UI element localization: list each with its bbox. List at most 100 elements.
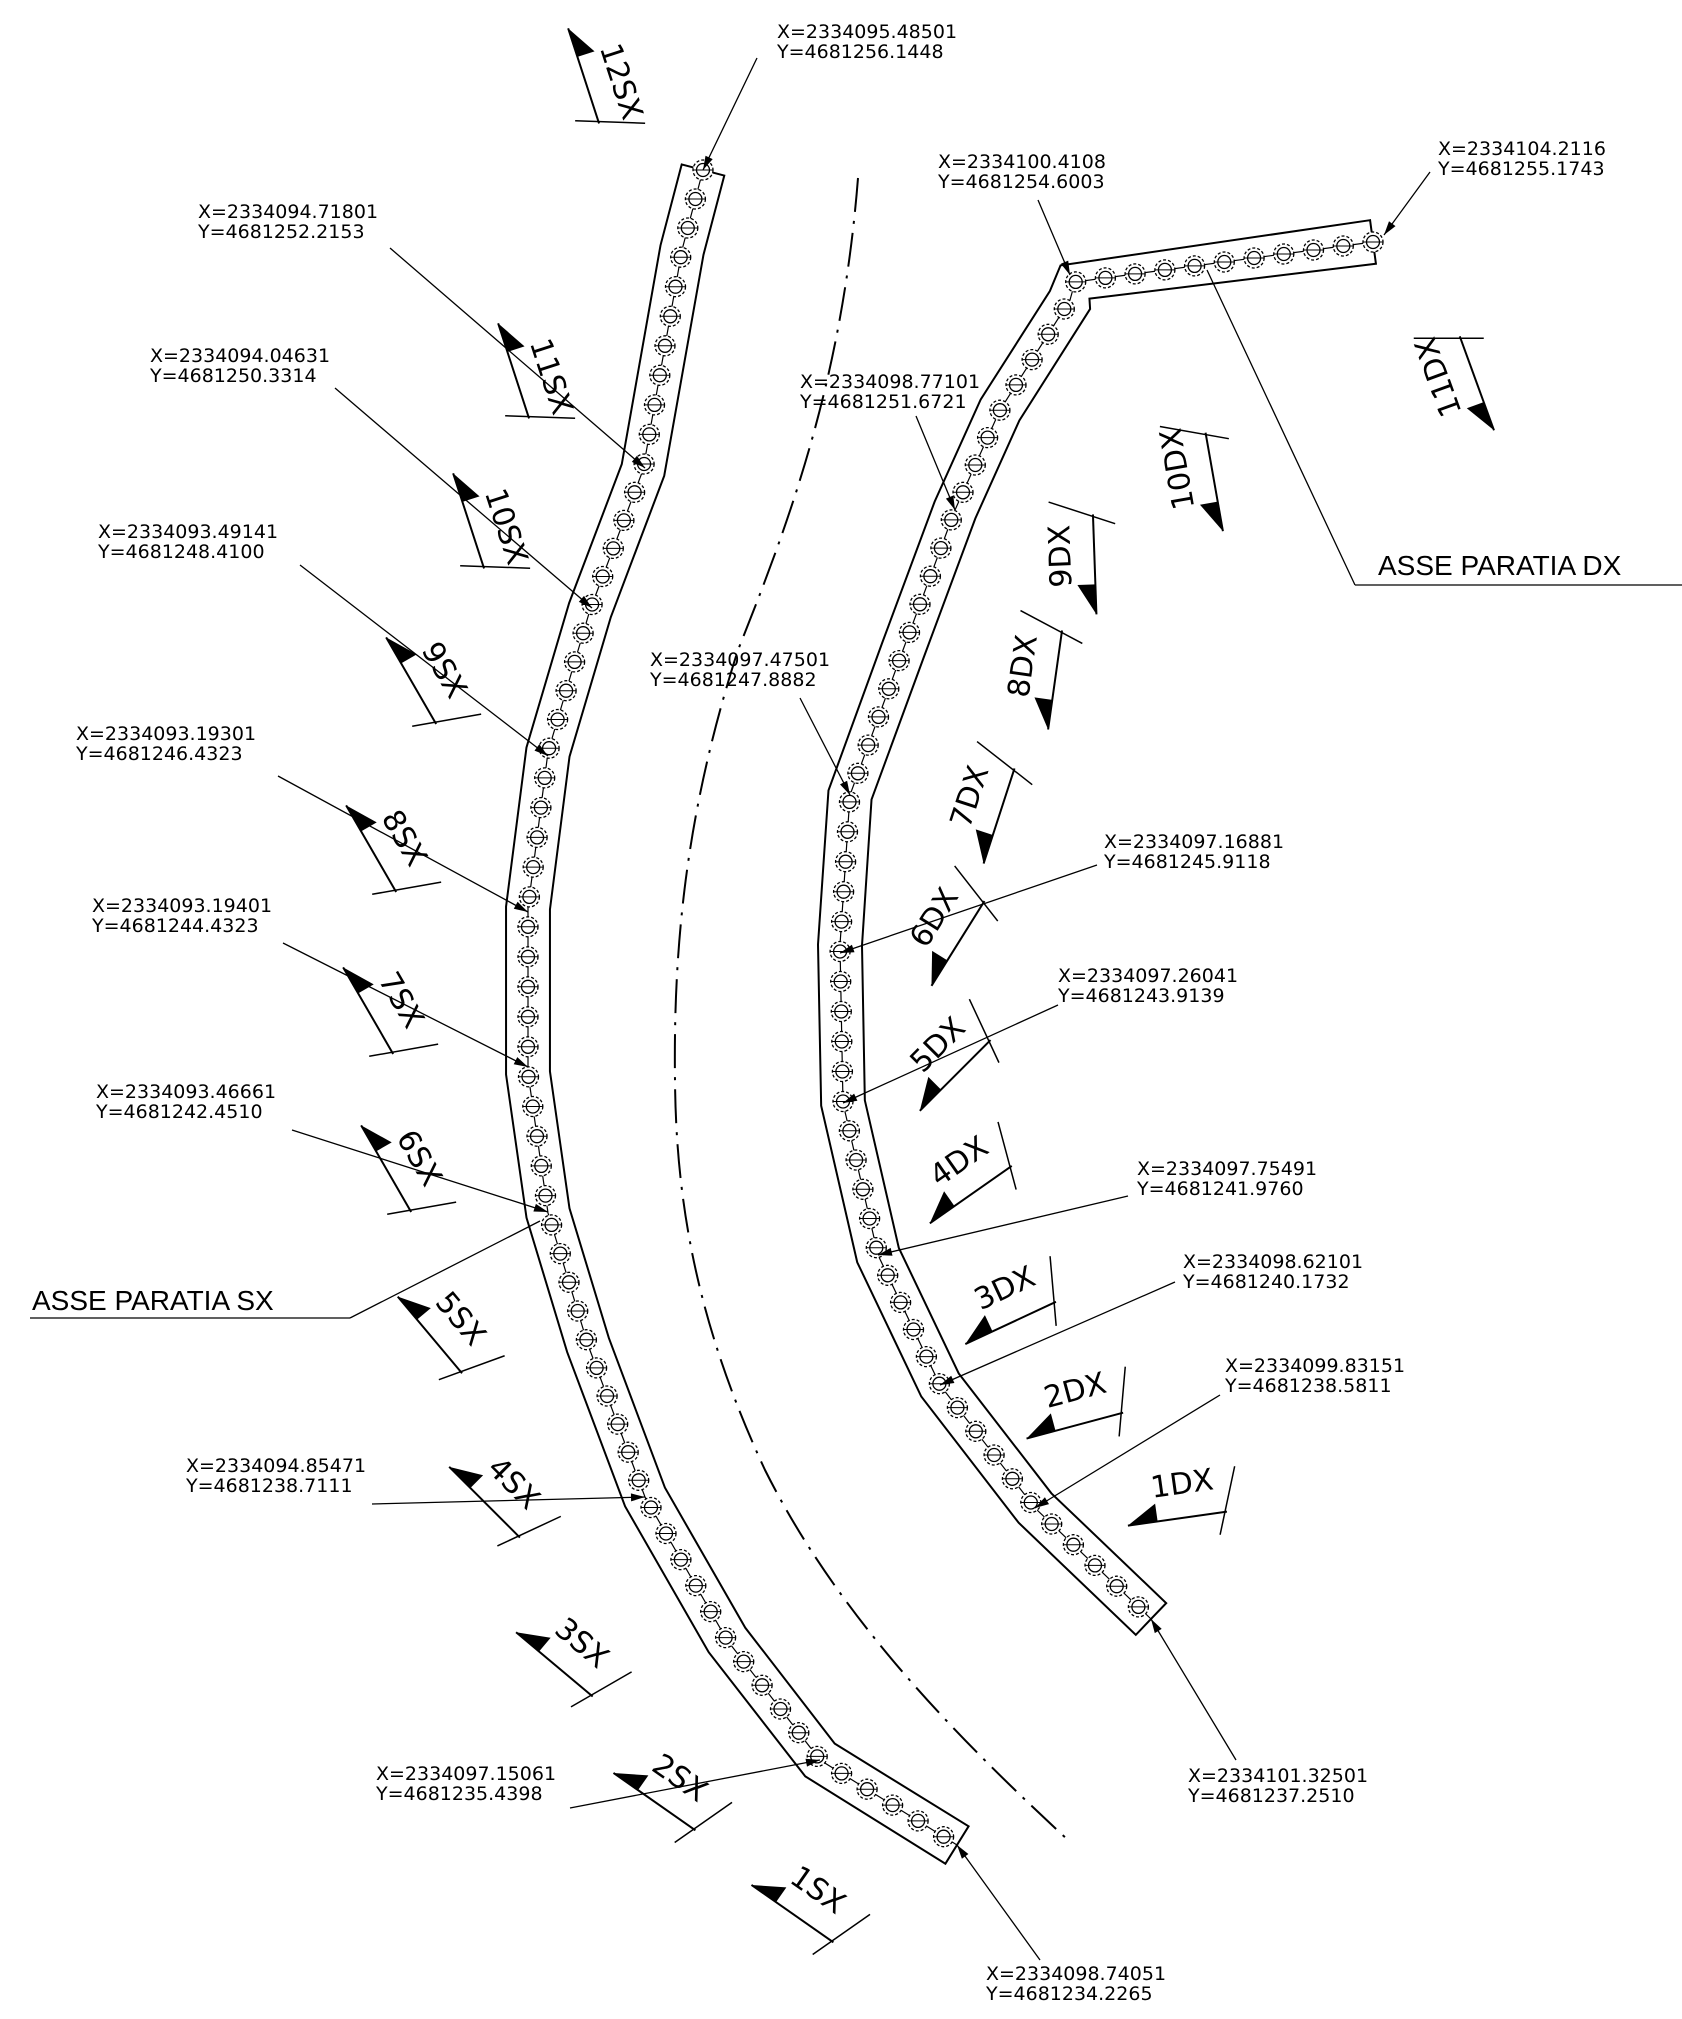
pile-dx [830, 970, 852, 993]
section-12SX: 12SX [567, 28, 649, 124]
pile-sx [830, 1762, 853, 1785]
section-cut-line [982, 768, 1016, 864]
leader-arrow [513, 901, 528, 912]
pile-dx [878, 678, 900, 700]
section-6DX: 6DX [903, 865, 999, 987]
leader-12SX [702, 57, 758, 171]
leader-arrow [1151, 1619, 1162, 1634]
pile-sx [685, 1574, 707, 1597]
leader-arrow [840, 944, 855, 953]
pile-sx [517, 1036, 539, 1058]
pile-dx [928, 1373, 951, 1395]
pile-dx [847, 762, 869, 784]
leader-1SX [956, 1844, 1041, 1961]
pile-sx [677, 217, 699, 239]
section-label: 1SX [784, 1859, 852, 1921]
section-tick [812, 1913, 871, 1956]
section-6SX: 6SX [360, 1124, 457, 1216]
section-arrow [346, 805, 377, 832]
pile-dx [831, 1030, 853, 1053]
coord-y-text: Y=4681251.6721 [799, 391, 967, 413]
pile-sx [522, 856, 544, 878]
section-label: 6SX [389, 1124, 449, 1192]
section-cut-line [1091, 514, 1098, 615]
coord-x-text: X=2334094.85471 [186, 1455, 366, 1477]
pile-dx [965, 1420, 987, 1442]
asse-paratia-dx-callout: ASSE PARATIA DX [1206, 269, 1682, 586]
section-5SX: 5SX [396, 1285, 505, 1381]
pile-sx [664, 276, 687, 298]
section-tick [1159, 425, 1229, 440]
section-tick [505, 415, 576, 419]
pile-dx [838, 1120, 861, 1142]
pile-dx [1084, 1554, 1106, 1577]
pile-sx [518, 886, 541, 908]
pile-sx [596, 1385, 618, 1407]
pile-sx [751, 1674, 773, 1696]
leader-8DX [799, 697, 851, 796]
leader-arrow [578, 595, 592, 608]
asse-paratia-sx-label: ASSE PARATIA SX [32, 1285, 274, 1316]
section-1DX: 1DX [1127, 1462, 1236, 1535]
coord-y-text: Y=4681248.4100 [97, 541, 265, 563]
leader-arrow [1035, 1497, 1049, 1508]
leader-arrow [534, 744, 548, 756]
section-label: 3DX [969, 1260, 1041, 1318]
coordinate-labels: X=2334095.48501Y=4681256.1448X=2334094.7… [75, 21, 1606, 2005]
pile-sx [549, 1242, 571, 1265]
leader-8SX [277, 775, 529, 913]
pile-dx [1062, 1534, 1085, 1556]
section-tick [460, 565, 531, 569]
pile-dx [1332, 235, 1354, 257]
pile-dx [1106, 1575, 1128, 1597]
pile-dx [1213, 251, 1235, 273]
section-7SX: 7SX [342, 966, 439, 1058]
section-cut-line [919, 1039, 992, 1112]
section-8DX: 8DX [1001, 609, 1083, 730]
pile-sx [932, 1826, 955, 1848]
pile-sx [567, 1300, 589, 1322]
section-arrow [1127, 1503, 1158, 1526]
pile-sx [517, 946, 539, 968]
leader-5DX [842, 1004, 1059, 1104]
leader-arrow [957, 1845, 969, 1859]
coord-y-text: Y=4681256.1448 [776, 41, 944, 63]
pile-sx [534, 1184, 557, 1207]
pile-sx [655, 1522, 677, 1545]
section-arrow [931, 950, 948, 986]
coord-y-text: Y=4681238.5811 [1224, 1375, 1392, 1397]
coord-y-text: Y=4681240.1732 [1182, 1271, 1350, 1293]
wall-outline-sx [505, 163, 970, 1866]
pile-dx [831, 1060, 854, 1083]
section-label: 3SX [548, 1611, 615, 1676]
pile-sx [575, 1329, 598, 1351]
pile-dx [888, 649, 910, 672]
section-markers: 12SX11SX10SX9SX8SX7SX6SX5SX4SX3SX2SX1SX1… [342, 28, 1495, 1956]
pile-sx [638, 423, 660, 446]
coord-y-text: Y=4681244.4323 [91, 915, 259, 937]
section-tick [369, 1043, 439, 1058]
coord-x-text: X=2334097.47501 [650, 649, 830, 671]
section-cut-line [612, 1772, 696, 1832]
section-cut-line [360, 1124, 413, 1213]
pile-sx [530, 796, 552, 819]
section-arrow [516, 1632, 551, 1652]
pile-sx [522, 1095, 544, 1118]
coord-y-text: Y=4681242.4510 [95, 1101, 263, 1123]
pile-sx [563, 651, 586, 673]
section-10DX: 10DX [1154, 425, 1229, 532]
section-arrow [453, 473, 480, 502]
coord-x-text: X=2334097.16881 [1104, 831, 1284, 853]
coord-x-text: X=2334098.74051 [986, 1963, 1166, 1985]
section-cut-line [1204, 432, 1224, 532]
leader-arrow [840, 780, 850, 795]
pile-sx [546, 708, 569, 731]
section-tick [575, 120, 646, 124]
coord-x-text: X=2334104.2116 [1438, 138, 1606, 160]
section-tick [1219, 1466, 1236, 1535]
